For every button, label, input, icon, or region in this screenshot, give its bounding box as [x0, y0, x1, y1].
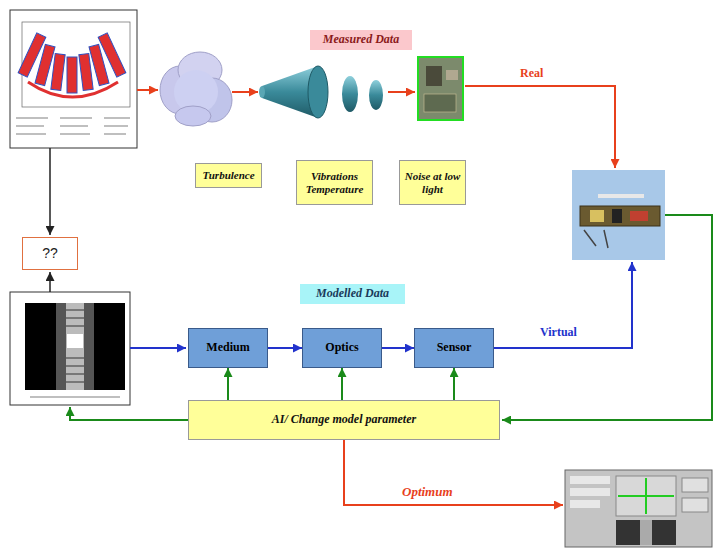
chip-part	[424, 94, 456, 112]
sim-field	[25, 303, 125, 390]
box-text: Measured Data	[323, 33, 399, 47]
section-band: Modelled Data	[300, 284, 405, 304]
real-arrow	[232, 91, 258, 93]
chip-part	[446, 70, 458, 80]
flow-arrow	[341, 368, 343, 400]
sim-fine-print	[30, 396, 120, 398]
section-band: Measured Data	[310, 30, 412, 50]
screen-crosshair	[618, 478, 674, 514]
flow-arrow	[382, 347, 414, 349]
screen-control	[570, 500, 600, 508]
control-box: AI/ Change model parameter	[188, 400, 500, 440]
device-part	[612, 209, 622, 223]
box-text: Noise at low light	[404, 170, 461, 195]
box-text: Vibrations Temperature	[301, 170, 368, 195]
optimum-screenshot	[565, 470, 712, 547]
device-part	[630, 211, 648, 221]
compare-arrow	[49, 148, 51, 235]
box-text: Medium	[206, 341, 249, 355]
lens-face	[308, 66, 328, 118]
flow-label: Virtual	[540, 325, 577, 340]
screen-frame	[565, 470, 712, 547]
question-box: ??	[22, 237, 78, 270]
lens	[369, 80, 383, 110]
real-arrow	[465, 86, 615, 168]
box-text: Optics	[325, 341, 358, 355]
plot-frame	[10, 10, 137, 148]
sim-frame	[10, 292, 130, 405]
screen-image	[616, 520, 676, 545]
label-text: Virtual	[540, 325, 577, 339]
optimum-arrow	[344, 440, 563, 505]
box-text: AI/ Change model parameter	[272, 413, 416, 427]
screen-button	[682, 498, 708, 512]
device-wire	[584, 230, 608, 248]
device-rod	[598, 194, 644, 198]
label-text: Real	[520, 66, 543, 80]
process-box: Medium	[188, 328, 268, 368]
virtual-arrow	[494, 262, 632, 348]
box-text: ??	[42, 245, 58, 261]
array-element	[79, 54, 93, 91]
cloud-puff	[175, 106, 211, 126]
array-plot	[10, 10, 137, 148]
effect-box: Vibrations Temperature	[296, 160, 373, 205]
feedback-arrow	[70, 407, 188, 420]
sim-stripe	[84, 303, 94, 390]
process-box: Sensor	[414, 328, 494, 368]
sim-target	[67, 334, 83, 348]
sim-stripe	[66, 303, 84, 390]
sim-stripe	[56, 303, 66, 390]
box-text: Modelled Data	[316, 287, 389, 301]
label-text: Optimum	[402, 484, 453, 499]
simulated-image	[10, 292, 130, 405]
array-element	[51, 54, 65, 91]
plot-fine-print	[16, 118, 130, 134]
screen-control	[570, 476, 610, 484]
sim-bands	[66, 310, 84, 382]
sensor-chip-photo	[418, 57, 463, 120]
screen-panel	[616, 476, 676, 516]
array-element	[98, 33, 126, 77]
screen-control	[570, 488, 610, 496]
process-box: Optics	[302, 328, 382, 368]
feedback-arrow	[502, 215, 712, 420]
picture-arrows	[50, 86, 712, 505]
lens	[342, 76, 358, 112]
box-text: Turbulence	[202, 169, 254, 182]
real-arrow	[388, 91, 415, 93]
photo-ground	[572, 170, 665, 260]
chip-photo	[418, 57, 463, 120]
box-text: Sensor	[437, 341, 472, 355]
virtual-arrow	[130, 347, 186, 349]
effect-box: Noise at low light	[399, 160, 466, 205]
effect-box: Turbulence	[195, 163, 262, 188]
chip-part	[426, 66, 442, 86]
optics-lenses	[259, 66, 383, 118]
lens-end	[259, 86, 265, 98]
array-element	[67, 57, 77, 93]
flow-arrow	[227, 368, 229, 400]
device-board	[580, 206, 660, 226]
screen-button	[682, 478, 708, 492]
flow-label: Optimum	[402, 484, 453, 500]
device-photo	[572, 170, 665, 260]
flow-arrow	[453, 368, 455, 400]
flow-label: Real	[520, 66, 543, 81]
flow-arrow	[268, 347, 302, 349]
device-part	[590, 210, 604, 222]
turbulence-cloud	[160, 52, 232, 126]
screen-image-stripe	[640, 520, 652, 545]
real-arrow	[137, 89, 158, 91]
compare-arrow	[49, 272, 51, 292]
